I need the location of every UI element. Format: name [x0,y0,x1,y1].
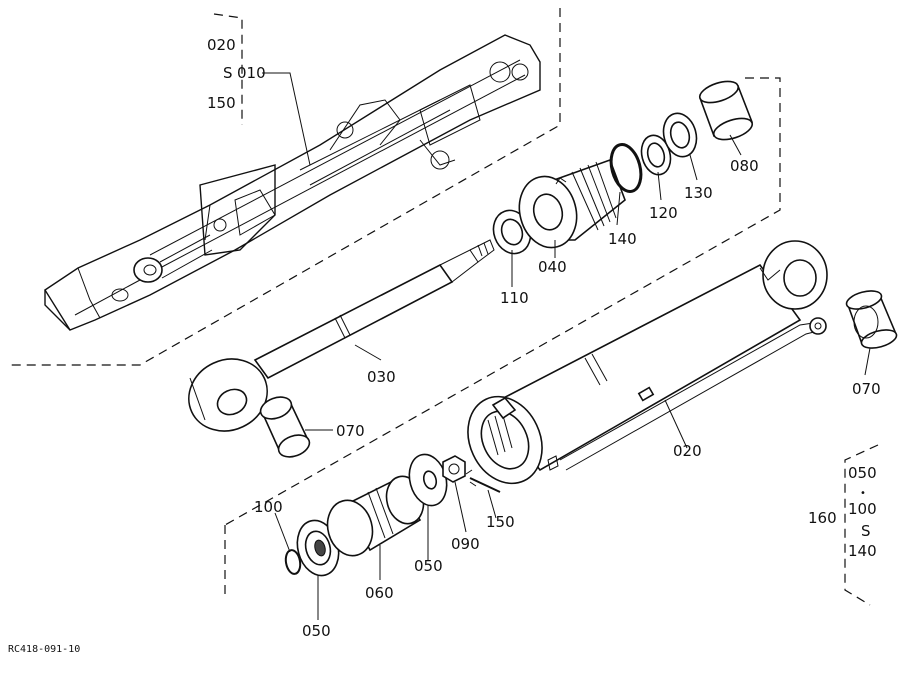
label-150: 150 [486,513,515,531]
range-right-b: 100 [848,500,877,518]
figure-code: RC418-091-10 [8,644,80,655]
bushing-080 [698,80,754,141]
range-right-sep: S [861,522,871,540]
label-010: 010 [237,64,266,82]
snap-ring-100 [284,549,302,575]
range-right-c: 140 [848,542,877,560]
range-right-a: 050 [848,464,877,482]
ring-120 [640,134,672,176]
bushing-070-left [259,396,311,458]
part-labels: 010 020 030 040 050 050 060 070 070 080 … [237,64,881,640]
cylinder-head-040 [518,158,626,249]
leader-lines [262,72,871,620]
range-top-from: 020 [207,36,236,54]
label-050-right: 050 [414,557,443,575]
cylinder-assembly-frame [224,77,781,600]
label-070-right: 070 [852,380,881,398]
label-070-left: 070 [336,422,365,440]
label-060: 060 [365,584,394,602]
range-top-left: 020 S 150 [207,36,236,112]
bushing-070-right [845,290,898,349]
label-030: 030 [367,368,396,386]
piston-060 [326,475,425,557]
range-right-group: 160 [808,509,837,527]
pin-150 [465,469,501,493]
cylinder-tube-020 [467,240,828,485]
label-050-left: 050 [302,622,331,640]
label-020: 020 [673,442,702,460]
nut-090 [442,455,466,483]
piston-rod-030 [188,239,495,432]
ring-130 [662,112,698,158]
label-140: 140 [608,230,637,248]
o-ring-140 [609,143,643,193]
label-100: 100 [254,498,283,516]
arm-assembly-frame [8,8,561,366]
arm-assembly-010 [44,34,541,331]
label-080: 080 [730,157,759,175]
range-top-sep: S [223,64,233,82]
label-130: 130 [684,184,713,202]
range-top-to: 150 [207,94,236,112]
label-090: 090 [451,535,480,553]
label-120: 120 [649,204,678,222]
range-right-dot: • [860,488,866,499]
label-040: 040 [538,258,567,276]
range-right: 160 050 • 100 S 140 [808,444,879,606]
label-110: 110 [500,289,529,307]
